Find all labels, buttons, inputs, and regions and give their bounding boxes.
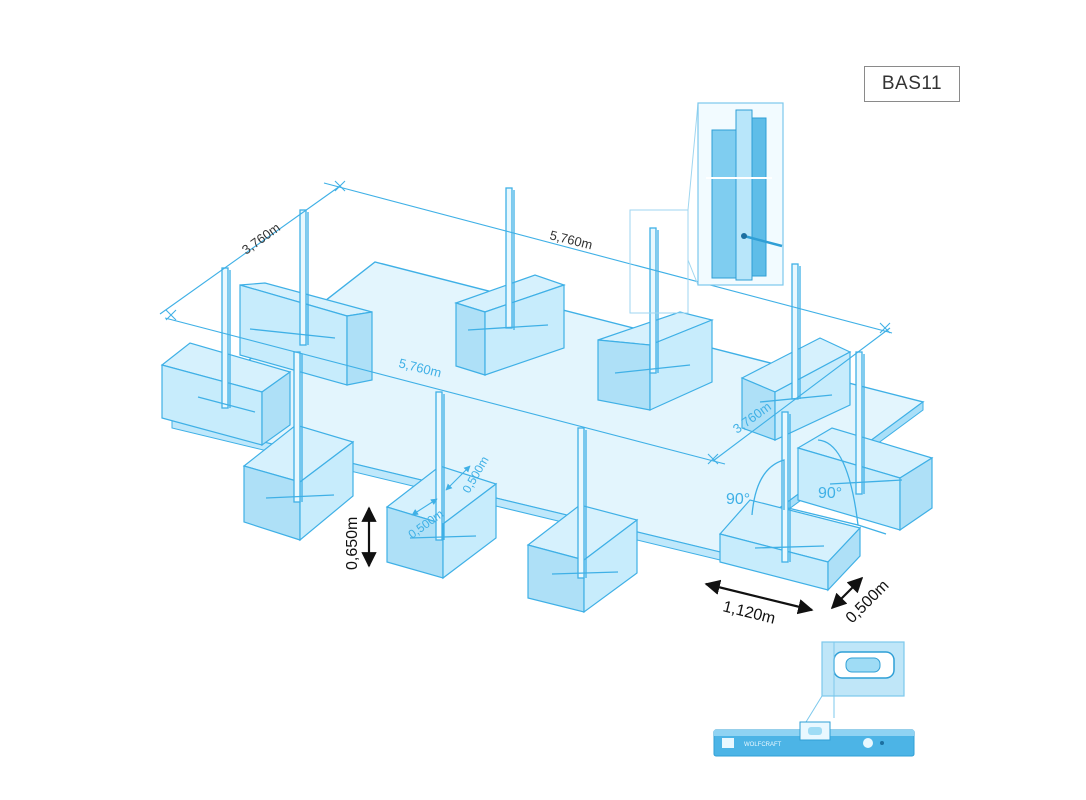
detail-inset-post <box>629 102 784 314</box>
steel-post <box>577 427 585 579</box>
detail-inset-level: WOLFCRAFT <box>713 641 915 757</box>
steel-post <box>855 351 863 495</box>
footing-right-corner <box>740 337 852 441</box>
steel-post <box>293 351 301 503</box>
label-beam-width: 0,500m <box>843 577 893 627</box>
length-arrow <box>704 579 814 615</box>
footing-back-left <box>239 282 373 386</box>
label-footing-height: 0,650m <box>344 517 361 570</box>
ref-code: BAS11 <box>881 73 943 94</box>
ref-code-box: BAS11 <box>864 66 960 102</box>
footing-right-side <box>796 427 934 532</box>
steel-posts <box>197 187 903 579</box>
level-brand: WOLFCRAFT <box>744 742 782 748</box>
steel-post <box>649 227 657 374</box>
footing-front-right-corner <box>718 499 862 592</box>
dimension-lines-blue <box>159 180 893 516</box>
label-angle-right: 90° <box>818 485 842 502</box>
label-beam-length: 1,120m <box>721 598 777 627</box>
label-angle-left: 90° <box>726 491 750 508</box>
steel-post <box>435 391 443 541</box>
footing-back-middle <box>454 274 566 376</box>
right-angle-guides <box>751 439 887 535</box>
steel-post <box>221 267 229 409</box>
label-depth-left: 3,760m <box>239 220 283 258</box>
steel-post <box>505 187 513 329</box>
dimension-arrows-black <box>361 506 864 615</box>
width-arrow <box>830 576 864 610</box>
steel-post <box>781 411 789 563</box>
steel-post <box>791 263 799 400</box>
steel-post <box>299 209 307 346</box>
